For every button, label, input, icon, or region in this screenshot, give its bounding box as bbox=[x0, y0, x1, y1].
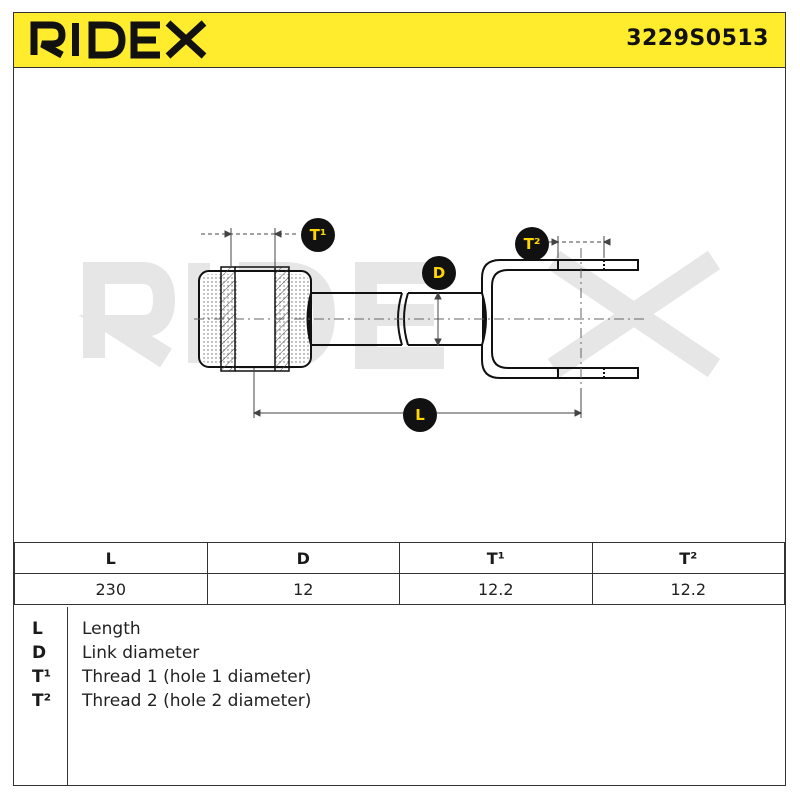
t1-label: T¹ bbox=[310, 226, 327, 244]
spec-table: L D T¹ T² 230 12 12.2 12.2 bbox=[14, 542, 785, 605]
spec-header-row: L D T¹ T² bbox=[14, 542, 785, 574]
link-drawing-svg: T¹ T² D bbox=[78, 218, 721, 432]
header-bar: 3229S0513 bbox=[14, 13, 785, 68]
t2-label: T² bbox=[524, 235, 541, 253]
legend-text: Thread 1 (hole 1 diameter) bbox=[82, 667, 312, 687]
spec-value-row: 230 12 12.2 12.2 bbox=[14, 573, 785, 605]
legend-text: Length bbox=[82, 619, 141, 639]
brand-logo bbox=[30, 20, 207, 59]
fork-end bbox=[481, 259, 639, 379]
d-label-circle bbox=[422, 256, 456, 290]
legend-text: Link diameter bbox=[82, 643, 200, 663]
spec-value-d: 12 bbox=[206, 573, 400, 605]
t2-dimension bbox=[534, 236, 611, 258]
t1-label-circle bbox=[301, 218, 335, 252]
legend: L Length D Link diameter T¹ Thread 1 (ho… bbox=[14, 607, 785, 785]
spec-header-l: L bbox=[14, 542, 208, 574]
rubber-bush bbox=[198, 266, 312, 372]
spec-value-l: 230 bbox=[14, 573, 208, 605]
legend-text: Thread 2 (hole 2 diameter) bbox=[82, 691, 312, 711]
l-label-circle bbox=[403, 398, 437, 432]
legend-item: L Length bbox=[14, 619, 785, 643]
legend-divider bbox=[67, 607, 68, 785]
part-number: 3229S0513 bbox=[626, 26, 769, 51]
legend-symbol: D bbox=[32, 643, 47, 663]
d-dimension bbox=[434, 291, 442, 347]
legend-item: T¹ Thread 1 (hole 1 diameter) bbox=[14, 667, 785, 691]
watermark-logo bbox=[78, 250, 721, 378]
t2-label-circle bbox=[515, 227, 549, 261]
product-sheet: 3229S0513 bbox=[13, 12, 786, 786]
legend-item: T² Thread 2 (hole 2 diameter) bbox=[14, 691, 785, 715]
spec-value-t1: 12.2 bbox=[399, 573, 593, 605]
spec-value-t2: 12.2 bbox=[591, 573, 785, 605]
legend-symbol: L bbox=[32, 619, 43, 639]
legend-symbol: T¹ bbox=[32, 667, 52, 687]
technical-drawing: T¹ T² D bbox=[14, 68, 785, 542]
l-label: L bbox=[415, 406, 425, 424]
d-label: D bbox=[433, 264, 445, 282]
t1-dimension bbox=[201, 228, 299, 268]
spec-header-d: D bbox=[206, 542, 400, 574]
spec-header-t2: T² bbox=[591, 542, 785, 574]
legend-item: D Link diameter bbox=[14, 643, 785, 667]
legend-symbol: T² bbox=[32, 691, 52, 711]
spec-header-t1: T¹ bbox=[399, 542, 593, 574]
